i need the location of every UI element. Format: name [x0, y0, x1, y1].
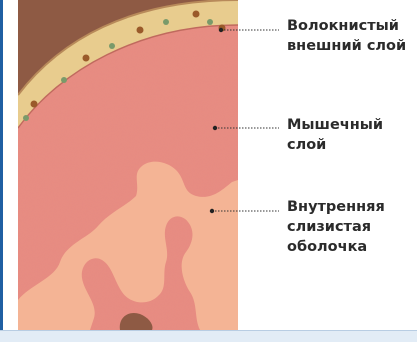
label-muscle-layer: Мышечный слой	[287, 115, 412, 155]
label-inner-line-2: слизистая	[287, 217, 412, 237]
label-outer-line-1: Волокнистый	[287, 16, 412, 36]
label-outer-line-2: внешний слой	[287, 36, 412, 56]
label-muscle-line-1: Мышечный	[287, 115, 412, 135]
label-outer-fibrous-layer: Волокнистый внешний слой	[287, 16, 412, 56]
bottom-band	[0, 330, 417, 342]
label-muscle-line-2: слой	[287, 135, 412, 155]
label-inner-mucosa: Внутренняя слизистая оболочка	[287, 197, 412, 257]
bottom-band-rule	[0, 330, 417, 331]
label-inner-line-1: Внутренняя	[287, 197, 412, 217]
label-inner-line-3: оболочка	[287, 237, 412, 257]
